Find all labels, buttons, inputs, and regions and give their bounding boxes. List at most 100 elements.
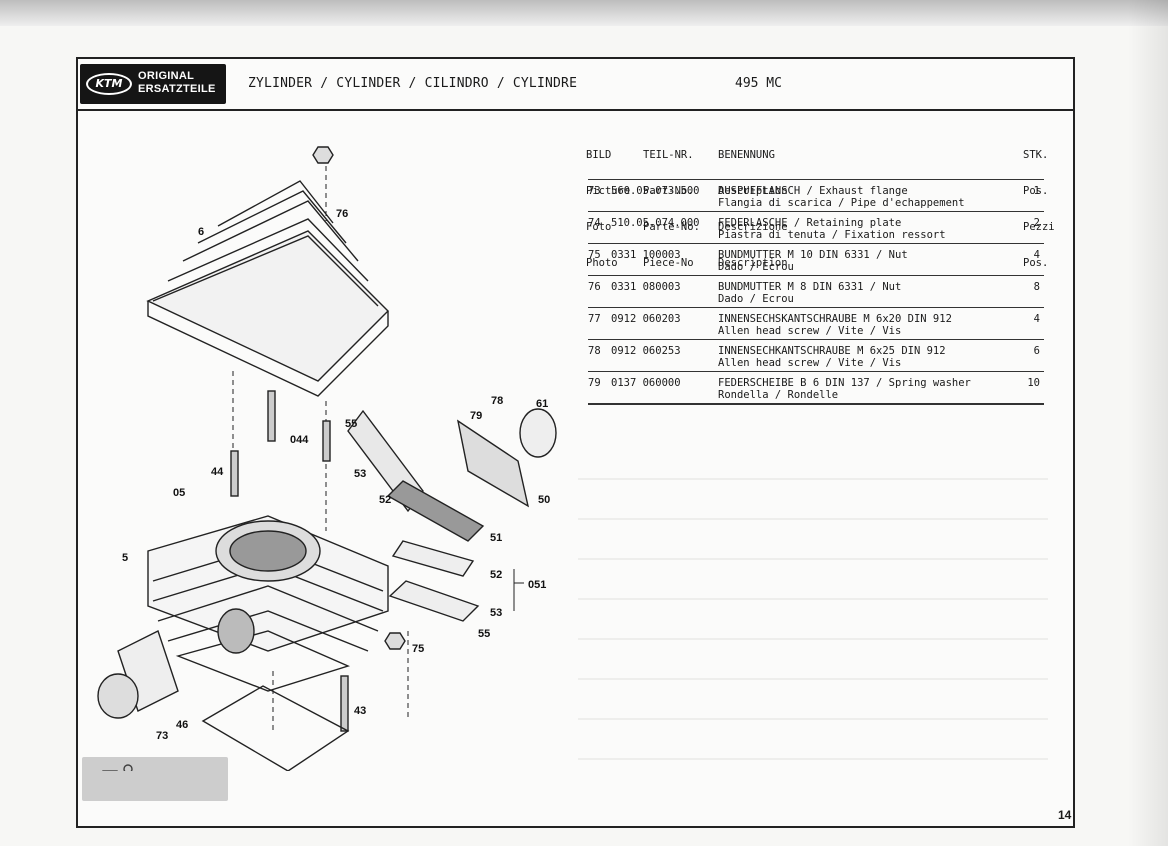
label-44: 44 — [211, 466, 224, 478]
col-bild-fr: Photo — [586, 257, 618, 269]
label-53-bottom: 53 — [490, 607, 502, 619]
description-line-2: Rondella / Rondelle — [718, 389, 839, 401]
description-line-1: FEDERLASCHE / Retaining plate — [718, 217, 902, 229]
stud-bolts-part — [230, 390, 349, 732]
quantity: 8 — [1033, 281, 1040, 293]
label-53-top: 53 — [354, 468, 366, 480]
col-bild-de: BILD — [586, 149, 612, 161]
diagram-callouts: 6 76 044 44 05 5 55 53 52 78 79 61 50 51… — [122, 208, 550, 771]
col-teil-it: Parte-No. — [643, 221, 700, 233]
nut-75-part — [384, 632, 406, 650]
label-52-top: 52 — [379, 494, 391, 506]
description-line-2: Flangia di scarica / Pipe d'echappement — [718, 197, 965, 209]
label-50: 50 — [538, 494, 550, 506]
col-benennung-fr: Description — [718, 257, 788, 269]
col-benennung-it: Descrizione — [718, 221, 788, 233]
ktm-logo: KTM ORIGINAL ERSATZTEILE — [80, 64, 226, 104]
exploded-cylinder-diagram: 6 76 044 44 05 5 55 53 52 78 79 61 50 51… — [97, 146, 557, 771]
part-number: 510.05.074.000 — [611, 217, 700, 229]
table-row: 73 560.05.073.500 AUSPUFFLANSCH / Exhaus… — [588, 179, 1044, 211]
col-bild-en: Picture — [586, 185, 631, 197]
ktm-logo-mark: KTM — [86, 73, 132, 95]
part-number: 0331 080003 — [611, 281, 681, 293]
label-73: 73 — [156, 730, 168, 742]
label-78: 78 — [491, 395, 503, 407]
part-number: 0137 060000 — [611, 377, 681, 389]
description-line-1: FEDERSCHEIBE B 6 DIN 137 / Spring washer — [718, 377, 971, 389]
table-row: 78 0912 060253 INNENSECHKANTSCHRAUBE M 6… — [588, 339, 1044, 371]
label-6: 6 — [198, 226, 204, 238]
quantity: 4 — [1033, 249, 1040, 261]
scan-right-edge — [1128, 0, 1168, 846]
base-gasket-part — [201, 685, 350, 771]
table-row: 76 0331 080003 BUNDMUTTER M 8 DIN 6331 /… — [588, 275, 1044, 307]
col-teil-fr: Piece-No — [643, 257, 694, 269]
label-46: 46 — [176, 719, 188, 731]
nut-76-part — [312, 146, 334, 164]
col-stk-fr: Pos. — [1023, 257, 1049, 269]
ktm-logo-text: ORIGINAL ERSATZTEILE — [138, 70, 216, 96]
col-benennung-en: Description — [718, 185, 788, 197]
label-76: 76 — [336, 208, 348, 220]
col-benennung-de: BENENNUNG — [718, 149, 775, 161]
footer-logo-faded — [82, 757, 228, 801]
picture-number: 73 — [588, 185, 601, 197]
picture-number: 78 — [588, 345, 601, 357]
picture-number: 79 — [588, 377, 601, 389]
picture-number: 74 — [588, 217, 601, 229]
col-benennung: BENENNUNG Description Descrizione Descri… — [718, 125, 788, 293]
quantity: 4 — [1033, 313, 1040, 325]
label-61: 61 — [536, 398, 548, 410]
description-line-2: Dado / Ecrou — [718, 293, 794, 305]
label-75: 75 — [412, 643, 424, 655]
screw-77-part — [102, 764, 133, 771]
label-51: 51 — [490, 532, 502, 544]
parts-page: KTM ORIGINAL ERSATZTEILE ZYLINDER / CYLI… — [76, 57, 1075, 828]
picture-number: 75 — [588, 249, 601, 261]
label-74: 74 — [148, 770, 161, 771]
col-bild: BILD Picture Foto Photo — [586, 125, 630, 293]
bleed-through-lines — [578, 478, 1048, 760]
label-55-top: 55 — [345, 418, 357, 430]
description-line-1: INNENSECHSKANTSCHRAUBE M 6x20 DIN 912 — [718, 313, 952, 325]
cylinder-head-part — [146, 180, 389, 397]
label-55-bottom: 55 — [478, 628, 490, 640]
description-line-1: BUNDMUTTER M 8 DIN 6331 / Nut — [718, 281, 902, 293]
col-bild-it: Foto — [586, 221, 612, 233]
quantity: 2 — [1033, 217, 1040, 229]
description-line-2: Piastra di tenuta / Fixation ressort — [718, 229, 946, 241]
col-teil-de: TEIL-NR. — [643, 149, 694, 161]
page-number: 14 — [1058, 808, 1072, 822]
label-79-top: 79 — [470, 410, 482, 422]
parts-table: 73 560.05.073.500 AUSPUFFLANSCH / Exhaus… — [588, 179, 1044, 405]
label-044: 044 — [290, 434, 309, 446]
description-line-2: Allen head screw / Vite / Vis — [718, 357, 902, 369]
label-43: 43 — [354, 705, 366, 717]
quantity: 10 — [1027, 377, 1040, 389]
model-name: 495 MC — [735, 76, 782, 91]
quantity: 6 — [1033, 345, 1040, 357]
description-line-1: BUNDMUTTER M 10 DIN 6331 / Nut — [718, 249, 908, 261]
description-line-2: Dado / Ecrou — [718, 261, 794, 273]
table-row: 74 510.05.074.000 FEDERLASCHE / Retainin… — [588, 211, 1044, 243]
description-line-2: Allen head screw / Vite / Vis — [718, 325, 902, 337]
col-stk-en: Pos. — [1023, 185, 1049, 197]
label-051: 051 — [528, 579, 546, 591]
picture-number: 77 — [588, 313, 601, 325]
scan-top-edge — [0, 0, 1168, 26]
page-title: ZYLINDER / CYLINDER / CILINDRO / CYLINDR… — [248, 76, 578, 91]
logo-line-1: ORIGINAL — [138, 70, 195, 82]
col-stk: STK. Pos. Pezzi Pos. — [1023, 125, 1061, 293]
part-number: 0331 100003 — [611, 249, 681, 261]
col-stk-it: Pezzi — [1023, 221, 1055, 233]
col-teil: TEIL-NR. Part-No. Parte-No. Piece-No — [643, 125, 700, 293]
exhaust-flange-part — [97, 630, 179, 719]
label-05: 05 — [173, 487, 185, 499]
page-header: KTM ORIGINAL ERSATZTEILE ZYLINDER / CYLI… — [78, 59, 1073, 111]
table-row: 77 0912 060203 INNENSECHSKANTSCHRAUBE M … — [588, 307, 1044, 339]
logo-line-2: ERSATZTEILE — [138, 83, 216, 95]
reed-valve-part — [347, 408, 557, 622]
quantity: 1 — [1033, 185, 1040, 197]
table-row: 75 0331 100003 BUNDMUTTER M 10 DIN 6331 … — [588, 243, 1044, 275]
col-stk-de: STK. — [1023, 149, 1049, 161]
